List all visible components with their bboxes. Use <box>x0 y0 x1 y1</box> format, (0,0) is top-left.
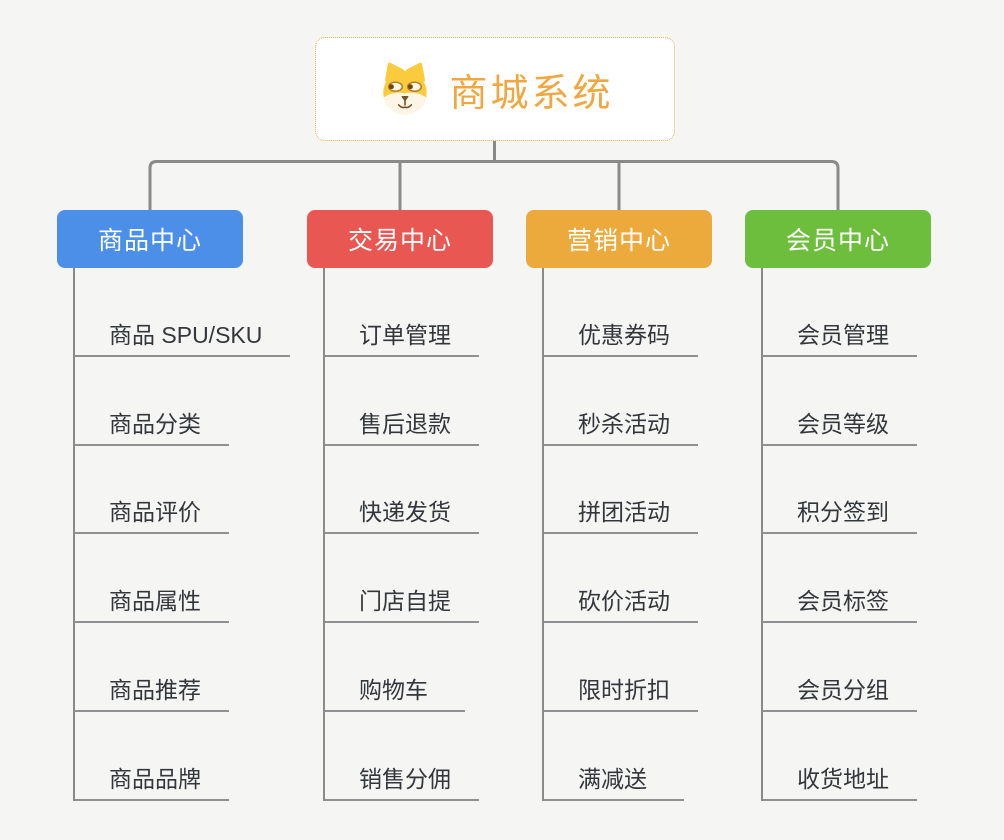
subtopic-label: 限时折扣 <box>578 676 670 703</box>
branch: 营销中心 优惠券码 秒杀活动 拼团活动 砍价活动 限时折扣 满减送 <box>526 210 712 801</box>
branch: 商品中心 商品 SPU/SKU 商品分类 商品评价 商品属性 商品推荐 商品品牌 <box>57 210 291 801</box>
subtopic-node[interactable]: 满减送 <box>544 712 684 801</box>
root-title: 商城系统 <box>449 72 614 115</box>
subtopic-label: 满减送 <box>578 765 647 792</box>
branch-items: 商品 SPU/SKU 商品分类 商品评价 商品属性 商品推荐 商品品牌 <box>73 268 291 801</box>
branch-items: 优惠券码 秒杀活动 拼团活动 砍价活动 限时折扣 满减送 <box>542 268 698 801</box>
subtopic-label: 商品分类 <box>109 410 201 437</box>
subtopic-node[interactable]: 会员管理 <box>763 268 917 357</box>
subtopic-node[interactable]: 优惠券码 <box>544 268 698 357</box>
subtopic-label: 购物车 <box>359 676 428 703</box>
branch: 交易中心 订单管理 售后退款 快递发货 门店自提 购物车 销售分佣 <box>307 210 493 801</box>
root-node[interactable]: 商城系统 <box>315 37 675 141</box>
subtopic-node[interactable]: 商品推荐 <box>75 623 229 712</box>
subtopic-label: 会员等级 <box>797 410 889 437</box>
branch-node[interactable]: 营销中心 <box>526 210 712 268</box>
subtopic-node[interactable]: 积分签到 <box>763 446 917 535</box>
branch-label: 商品中心 <box>97 227 202 255</box>
subtopic-node[interactable]: 商品属性 <box>75 534 229 624</box>
subtopic-label: 收货地址 <box>797 765 889 792</box>
branch-label: 营销中心 <box>566 227 671 255</box>
subtopic-node[interactable]: 商品评价 <box>75 446 229 535</box>
subtopic-node[interactable]: 限时折扣 <box>544 623 698 712</box>
subtopic-label: 会员分组 <box>797 676 889 703</box>
subtopic-node[interactable]: 快递发货 <box>325 446 479 535</box>
subtopic-label: 商品品牌 <box>109 765 201 792</box>
branch: 会员中心 会员管理 会员等级 积分签到 会员标签 会员分组 收货地址 <box>745 210 931 801</box>
subtopic-node[interactable]: 门店自提 <box>325 534 479 624</box>
subtopic-label: 商品 SPU/SKU <box>109 321 263 348</box>
subtopic-node[interactable]: 售后退款 <box>325 357 479 446</box>
branch-node[interactable]: 会员中心 <box>745 210 931 268</box>
subtopic-node[interactable]: 订单管理 <box>325 268 479 357</box>
subtopic-label: 拼团活动 <box>578 499 670 526</box>
subtopic-node[interactable]: 商品分类 <box>75 357 229 446</box>
subtopic-node[interactable]: 秒杀活动 <box>544 357 698 446</box>
subtopic-node[interactable]: 会员分组 <box>763 623 917 712</box>
subtopic-label: 积分签到 <box>797 499 889 526</box>
branch-node[interactable]: 商品中心 <box>57 210 243 268</box>
branch-items: 会员管理 会员等级 积分签到 会员标签 会员分组 收货地址 <box>761 268 917 801</box>
branch-node[interactable]: 交易中心 <box>307 210 493 268</box>
subtopic-label: 快递发货 <box>359 499 451 526</box>
subtopic-node[interactable]: 商品 SPU/SKU <box>75 268 291 357</box>
subtopic-label: 商品属性 <box>109 588 201 615</box>
subtopic-label: 优惠券码 <box>578 321 670 348</box>
subtopic-label: 砍价活动 <box>578 588 670 615</box>
subtopic-node[interactable]: 销售分佣 <box>325 712 479 801</box>
subtopic-label: 会员管理 <box>797 321 889 348</box>
subtopic-label: 订单管理 <box>359 321 451 348</box>
subtopic-node[interactable]: 会员等级 <box>763 357 917 446</box>
branch-label: 交易中心 <box>347 227 452 255</box>
subtopic-node[interactable]: 商品品牌 <box>75 712 229 801</box>
subtopic-label: 商品评价 <box>109 499 201 526</box>
subtopic-node[interactable]: 拼团活动 <box>544 446 698 535</box>
subtopic-node[interactable]: 收货地址 <box>763 712 917 801</box>
subtopic-label: 销售分佣 <box>359 765 451 792</box>
branch-label: 会员中心 <box>785 227 890 255</box>
subtopic-label: 秒杀活动 <box>578 410 670 437</box>
subtopic-label: 商品推荐 <box>109 676 201 703</box>
shiba-dog-icon <box>383 62 428 115</box>
subtopic-label: 售后退款 <box>359 410 451 437</box>
subtopic-label: 门店自提 <box>359 588 451 615</box>
subtopic-node[interactable]: 会员标签 <box>763 534 917 624</box>
subtopic-label: 会员标签 <box>797 588 889 615</box>
subtopic-node[interactable]: 砍价活动 <box>544 534 698 624</box>
branch-items: 订单管理 售后退款 快递发货 门店自提 购物车 销售分佣 <box>323 268 479 801</box>
subtopic-node[interactable]: 购物车 <box>325 623 465 712</box>
